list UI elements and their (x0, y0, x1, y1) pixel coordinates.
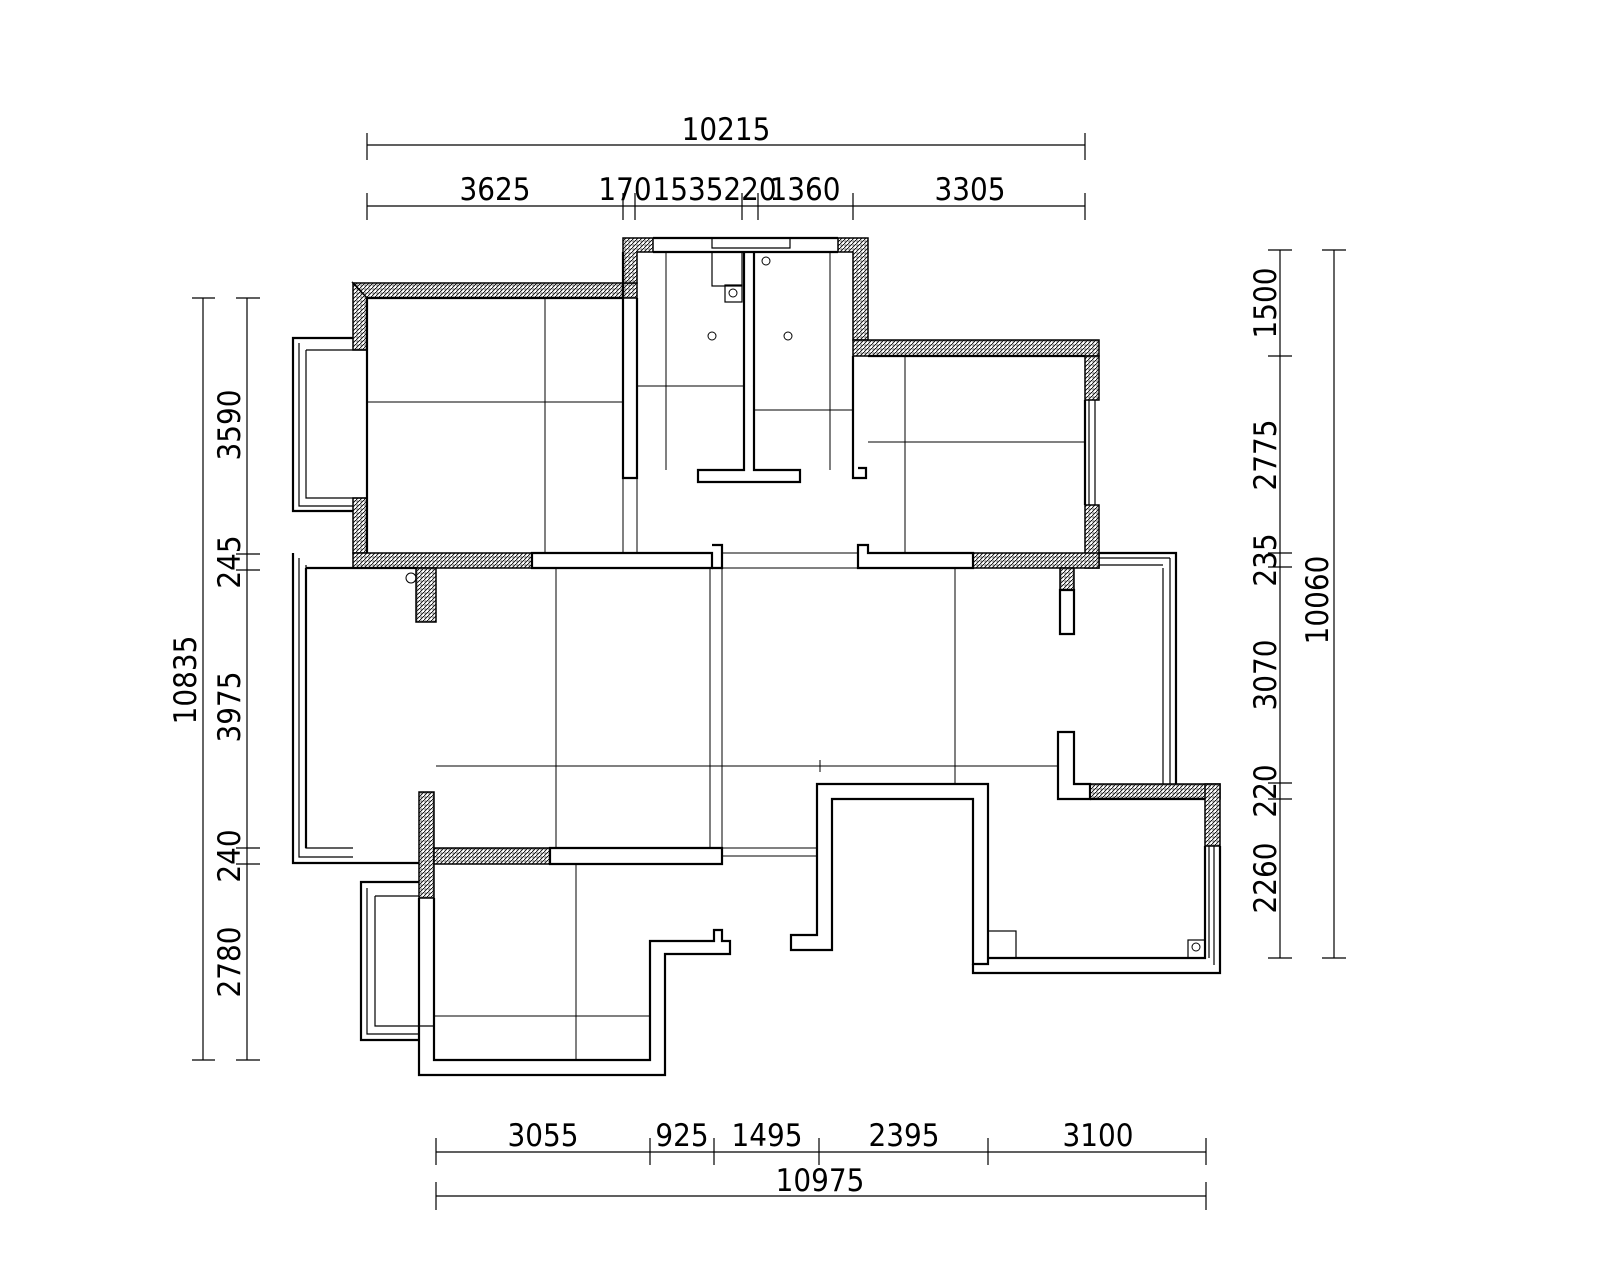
wall-bath-center (696, 252, 802, 484)
wall-living-right-stub (1058, 588, 1076, 636)
wall-bath-right-top (837, 237, 869, 341)
top-dim-segment-4: 220 (723, 172, 776, 208)
corridor-door-left-jamb (712, 543, 724, 570)
wall-lower-left-room (417, 898, 732, 1077)
window-top-right-room (1088, 400, 1096, 505)
bottom-overall-dimension: 10975 (776, 1163, 865, 1199)
wall-lower-right-room-top (1089, 783, 1221, 800)
corridor-door-right (856, 543, 975, 570)
wall-living-right-window (1099, 557, 1171, 784)
wall-center-lower-room (789, 782, 990, 966)
wall-top-left-room-bottom (352, 552, 533, 569)
wall-top-right-room-bottom (972, 552, 1100, 569)
wall-bath-top (653, 236, 838, 254)
bottom-dimension-group: 3055 925 1495 2395 3100 10975 (435, 1118, 1207, 1210)
wall-living-stub-left (415, 567, 437, 623)
wall-lower-left-room-top (433, 847, 551, 865)
left-dim-segment-4: 240 (212, 829, 248, 882)
top-dim-segment-2: 170 (598, 172, 651, 208)
wall-living-stub-right (1059, 567, 1075, 591)
right-dim-segment-2: 2775 (1248, 420, 1284, 491)
fixture-living-pipe (405, 572, 417, 584)
right-overall-dimension: 10060 (1300, 556, 1336, 645)
bottom-dim-segment-4: 2395 (869, 1118, 940, 1154)
wall-lower-left-window (359, 880, 419, 1042)
fixture-lower-right-box (987, 930, 1017, 959)
wall-lower-corridor (548, 846, 724, 866)
wall-lower-left-vertical (418, 791, 435, 899)
left-dim-segment-1: 3590 (212, 390, 248, 461)
fixture-bath-drain-left (707, 331, 717, 341)
bottom-dim-segment-5: 3100 (1063, 1118, 1134, 1154)
fixture-lower-right-pipe (1191, 942, 1201, 952)
top-dim-segment-5: 1360 (770, 172, 841, 208)
corridor-opening-line (722, 552, 858, 569)
wall-top-left-room-top (351, 282, 638, 299)
left-overall-dimension: 10835 (168, 636, 204, 725)
fixture-bath-box (711, 251, 743, 287)
left-dim-segment-3: 3975 (212, 672, 248, 743)
wall-living-left (291, 553, 419, 865)
wall-lower-left-window-inner (366, 888, 434, 1035)
left-dim-segment-2: 245 (212, 535, 248, 588)
bottom-dim-segment-3: 1495 (732, 1118, 803, 1154)
wall-living-right (1099, 551, 1178, 784)
lower-opening-line (722, 847, 817, 857)
wall-living-left-inner (304, 566, 416, 848)
top-dimension-group: 10215 3625 170 1535 220 1360 3305 (366, 112, 1086, 220)
wall-lower-right-room-right (1204, 783, 1221, 847)
fixture-bath-drain-top (761, 256, 771, 266)
right-dim-segment-6: 2260 (1248, 843, 1284, 914)
right-dim-segment-5: 220 (1248, 764, 1284, 817)
top-dim-segment-1: 3625 (460, 172, 531, 208)
walls-group (291, 236, 1222, 1077)
top-dim-segment-6: 3305 (935, 172, 1006, 208)
left-dimension-group: 10835 3590 245 3975 240 2780 (168, 297, 260, 1061)
wall-top-right-room-inner (868, 354, 1087, 505)
wall-lower-right-room (971, 846, 1222, 975)
fixture-bath-drain-right (783, 331, 793, 341)
window-bay-top-left (291, 336, 353, 513)
right-dim-segment-1: 1500 (1248, 268, 1284, 339)
wall-living-right-lower-stub (1056, 730, 1092, 801)
fixture-bath-drain-small (728, 288, 738, 298)
wall-bath-divider (621, 252, 639, 480)
wall-top-right-room-right-upper (1084, 355, 1100, 401)
wall-top-right-room-top (852, 339, 1100, 357)
corridor-door-left (530, 551, 714, 570)
top-dim-segment-3: 1535 (653, 172, 724, 208)
wall-bath-right (851, 356, 868, 480)
window-bath-top (711, 237, 791, 249)
right-dim-segment-4: 3070 (1248, 640, 1284, 711)
fixture-bath-small-box (724, 284, 743, 303)
left-dim-segment-5: 2780 (212, 927, 248, 998)
interior-measure-lines (367, 252, 1085, 1060)
top-overall-dimension: 10215 (682, 112, 771, 148)
bottom-dim-segment-2: 925 (655, 1118, 708, 1154)
fixture-lower-right-corner (1187, 939, 1206, 959)
wall-top-left-room-left-lower (352, 497, 368, 554)
right-dim-segment-3: 235 (1248, 533, 1284, 586)
window-bay-top-left-inner (298, 343, 367, 507)
wall-bath-left-top (622, 237, 654, 284)
wall-lower-right-window (1208, 846, 1215, 965)
wall-outline-top-left-inner (365, 296, 623, 553)
right-dimension-group: 1500 2775 235 3070 220 2260 10060 (1248, 249, 1346, 959)
bottom-dim-segment-1: 3055 (508, 1118, 579, 1154)
